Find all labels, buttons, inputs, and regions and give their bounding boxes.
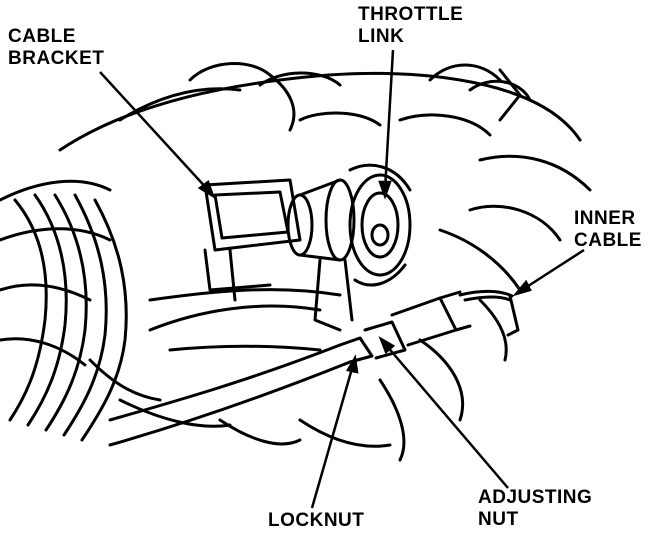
throttle-link-label-line2: LINK [358,26,405,47]
adjusting-nut-label-line2: NUT [478,509,519,530]
cable-bracket-label: CABLE BRACKET [8,26,104,70]
adjusting-nut-label-line1: ADJUSTING [478,487,593,508]
adjusting-nut-label: ADJUSTING NUT [478,487,592,531]
cable-bracket-label-line1: CABLE [8,26,76,47]
engine-outline [58,62,592,462]
inner-cable-label-line2: CABLE [574,230,642,251]
locknut-label: LOCKNUT [268,510,365,531]
cable-housing [108,289,520,447]
cable-bracket-shape [203,178,302,302]
intake-hose [0,179,128,442]
inner-cable-label-line1: INNER [574,208,636,229]
throttle-drum-shape [286,163,412,332]
throttle-link-label-line1: THROTTLE [358,4,464,25]
cable-bracket-label-line2: BRACKET [8,48,105,69]
throttle-link-label: THROTTLE LINK [358,4,463,48]
inner-cable-label: INNER CABLE [574,208,642,252]
